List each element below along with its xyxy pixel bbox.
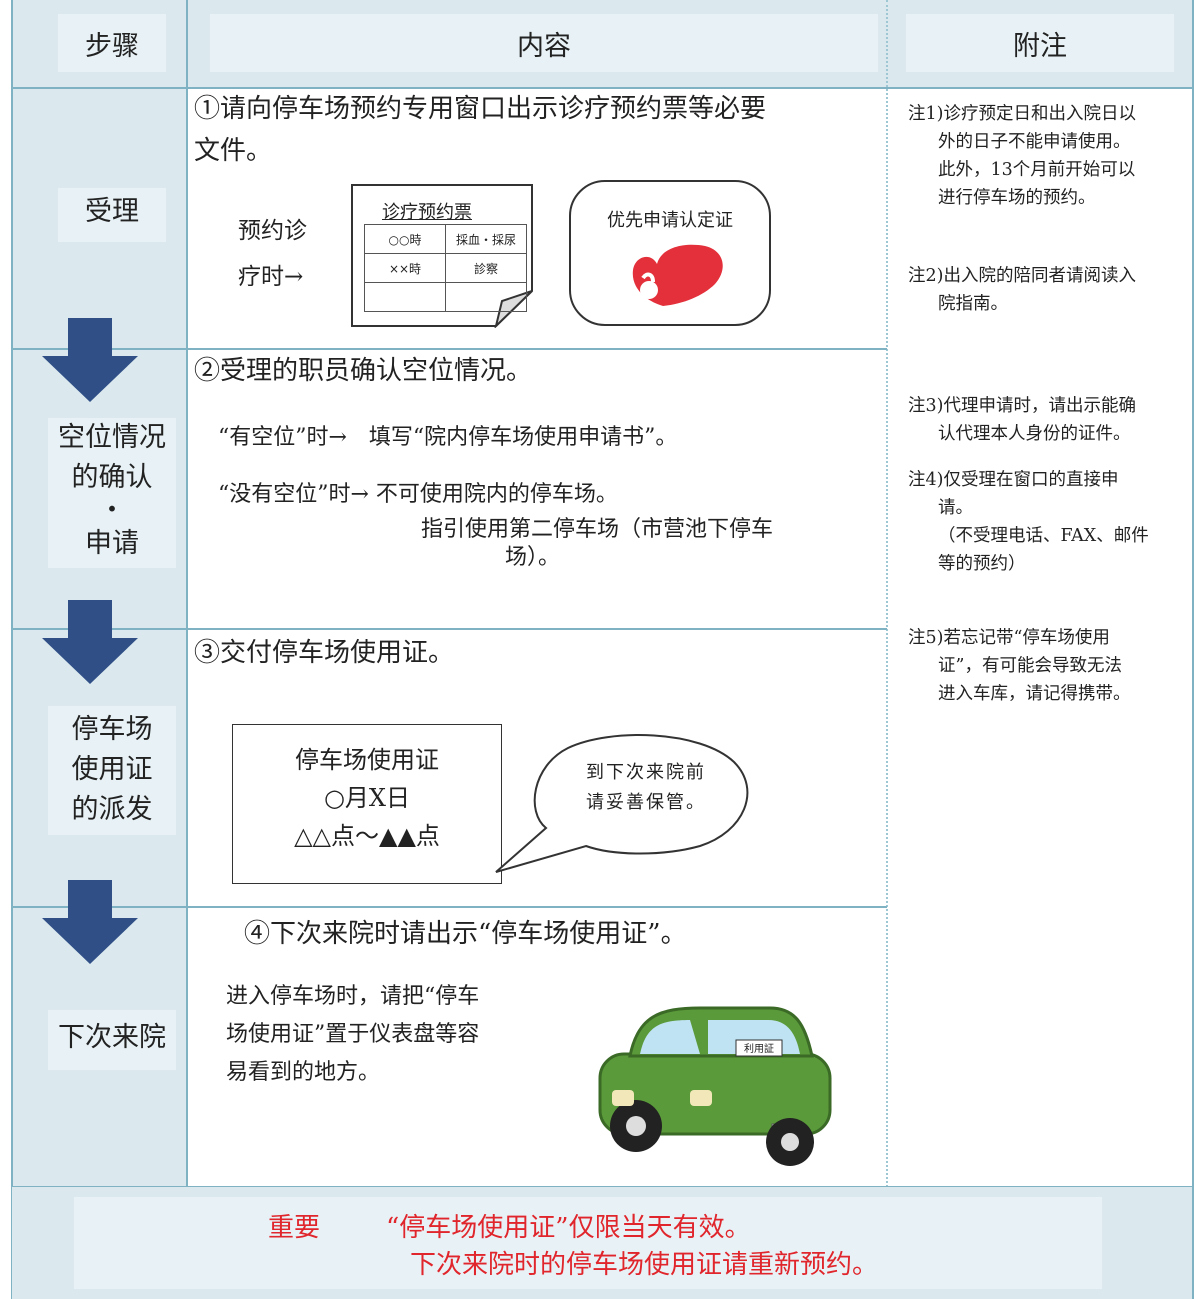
header-step: 步骤 xyxy=(58,14,166,72)
step1-side-text: 预约诊 疗时→ xyxy=(238,218,307,290)
step2-line1: “有空位”时→ 填写“院内停车场使用申请书”。 xyxy=(218,425,678,450)
down-arrow-icon xyxy=(42,318,138,402)
step4-heading: ④下次来院时请出示“停车场使用证”。 xyxy=(244,919,687,949)
step2-line4: 场）。 xyxy=(505,545,561,570)
ticket-table: ○○時採血・採尿 ××時診察 xyxy=(364,224,527,312)
step1-heading-line2: 文件。 xyxy=(194,136,273,166)
down-arrow-icon xyxy=(42,880,138,964)
step3-heading: ③交付停车场使用证。 xyxy=(194,638,455,668)
header-notes: 附注 xyxy=(906,14,1174,72)
important-line2: 下次来院时的停车场使用证请重新预约。 xyxy=(410,1250,879,1280)
speech-bubble xyxy=(495,734,749,873)
step1-heading-line1: ①请向停车场预约专用窗口出示诊疗预约票等必要 xyxy=(194,94,767,124)
note-2: 注2)出入院的陪同者请阅读入 院指南。 xyxy=(908,266,1136,314)
header-content: 内容 xyxy=(210,14,878,72)
heart-logo-icon xyxy=(632,244,723,306)
step4-body: 进入停车场时，请把“停车 场使用证”置于仪表盘等容 易看到的地方。 xyxy=(226,984,480,1085)
parking-permit-card: 停车场使用证 ○月X日 △△点～▲▲点 xyxy=(232,724,502,884)
priority-certificate: 优先申请认定证 xyxy=(569,180,771,326)
step-label-reception: 受理 xyxy=(58,188,166,242)
important-label: 重要 xyxy=(268,1213,321,1243)
note-5: 注5)若忘记带“停车场使用 证”，有可能会导致无法 进入车库，请记得携带。 xyxy=(908,628,1131,704)
step-label-issue: 停车场 使用证 的派发 xyxy=(48,706,176,835)
note-3: 注3)代理申请时，请出示能确 认代理本人身份的证件。 xyxy=(908,396,1136,444)
car-tag: 利用証 xyxy=(744,1042,774,1055)
step2-line3: 指引使用第二停车场（市营池下停车 xyxy=(421,517,774,542)
important-box xyxy=(74,1197,1102,1289)
ticket-title: 诊疗预约票 xyxy=(382,202,472,223)
down-arrow-icon xyxy=(42,600,138,684)
car-icon: 利用証 xyxy=(598,1006,832,1166)
step2-heading: ②受理的职员确认空位情况。 xyxy=(194,356,533,386)
step2-line2: “没有空位”时→ 不可使用院内的停车场。 xyxy=(218,482,618,507)
important-line1: “停车场使用证”仅限当天有效。 xyxy=(386,1213,751,1243)
step-label-check: 空位情况 的确认 ・ 申请 xyxy=(48,418,176,568)
bubble-text: 到下次来院前 请妥善保管。 xyxy=(586,762,706,813)
step-label-next-visit: 下次来院 xyxy=(48,1010,176,1070)
note-1: 注1)诊疗预定日和出入院日以 外的日子不能申请使用。 此外，13个月前开始可以 … xyxy=(908,104,1136,208)
important-band xyxy=(12,1187,1192,1299)
note-4: 注4)仅受理在窗口的直接申 请。 （不受理电话、FAX、邮件 等的预约） xyxy=(908,470,1149,574)
